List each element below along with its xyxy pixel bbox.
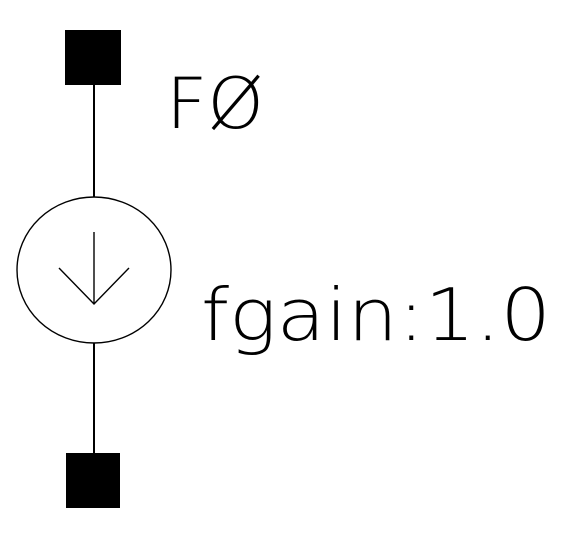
current-source-symbol[interactable] (16, 196, 172, 344)
top-pin[interactable] (65, 30, 121, 85)
instance-name-label: FØ (166, 63, 264, 145)
current-source-arrow-icon (58, 232, 130, 306)
parameter-label: fgain:1.0 (201, 273, 551, 357)
bottom-pin[interactable] (66, 453, 120, 508)
